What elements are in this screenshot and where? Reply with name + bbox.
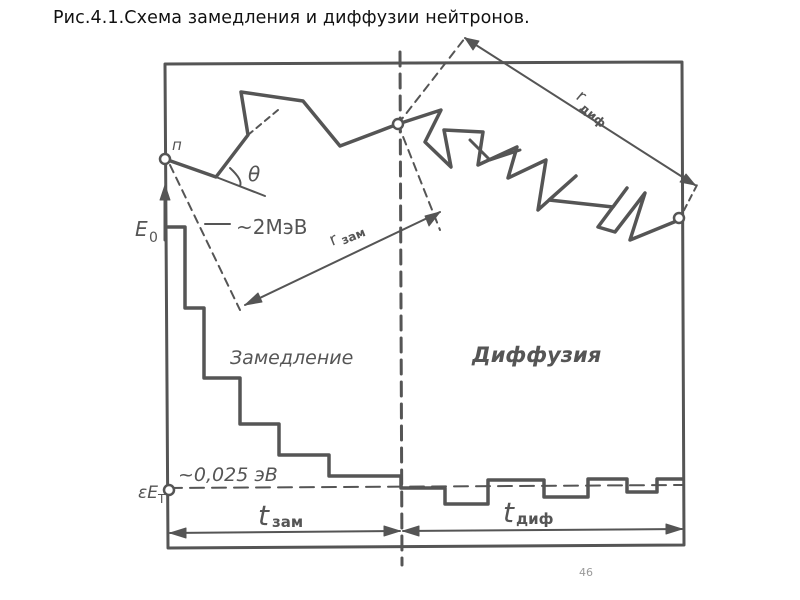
end-point — [672, 211, 686, 225]
e0-sub: 0 — [149, 230, 158, 246]
region-slowdown-label: Замедление — [230, 347, 353, 369]
energy-high-label: ~2МэВ — [236, 215, 307, 239]
r-diffusion-arrow — [464, 37, 696, 186]
t-slowdown-label: t — [258, 499, 270, 532]
e0-label: E — [135, 217, 148, 241]
figure-title: Рис.4.1.Схема замедления и диффузии нейт… — [53, 8, 530, 28]
r-slowdown-label: r — [326, 229, 340, 250]
diffusion-trajectory — [396, 108, 681, 242]
r-slowdown-sub: зам — [339, 225, 367, 247]
thermal-point — [162, 483, 176, 497]
t-diffusion-arrow — [402, 528, 683, 532]
collision-point — [391, 117, 405, 131]
angle-label: θ — [248, 162, 260, 186]
t-slowdown-sub: зам — [272, 513, 303, 531]
r-slowdown-arrow — [244, 211, 441, 306]
region-diffusion-label: Диффузия — [471, 343, 601, 367]
start-label: п — [172, 136, 182, 154]
frame — [163, 60, 686, 550]
page-number: 46 — [579, 566, 593, 579]
energy-thermal-label: ~0,025 эВ — [178, 464, 278, 486]
slowdown-trajectory — [163, 90, 400, 179]
start-point — [158, 152, 172, 166]
t-diffusion-sub: диф — [516, 510, 554, 528]
energy-staircase — [166, 225, 685, 506]
t-slowdown-arrow — [169, 530, 401, 534]
et-label: εE — [138, 483, 158, 503]
et-sub: T — [157, 492, 166, 506]
t-diffusion-label: t — [503, 496, 515, 529]
